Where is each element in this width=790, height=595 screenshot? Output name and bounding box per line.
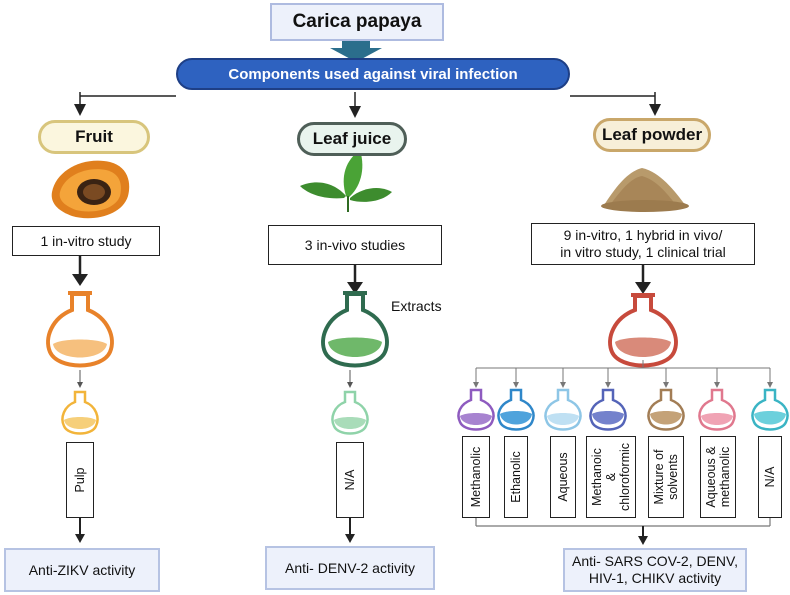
fruit-label: Fruit bbox=[38, 120, 150, 154]
methanoic-chloroformic-label: Methanoic & chloroformic bbox=[590, 442, 632, 512]
methanolic-label: Methanolic bbox=[469, 446, 483, 508]
methanoic-chloroformic-flask bbox=[589, 388, 627, 431]
leaf-powder-label: Leaf powder bbox=[593, 118, 711, 152]
methanoic-chloroformic-box: Methanoic & chloroformic bbox=[586, 436, 636, 518]
methanolic-flask bbox=[457, 388, 495, 431]
thin-arrows bbox=[77, 370, 353, 388]
extracts-caption: Extracts bbox=[391, 298, 442, 314]
leaf-powder-result-line1: Anti- SARS COV-2, DENV, bbox=[572, 553, 738, 569]
aqueous-label: Aqueous bbox=[556, 452, 570, 502]
study-arrows bbox=[72, 254, 651, 294]
leaf-juice-small-flask bbox=[331, 390, 369, 435]
aqueous-flask bbox=[544, 388, 582, 431]
leaf-powder-image bbox=[601, 168, 689, 212]
ethanolic-flask bbox=[497, 388, 535, 431]
top-connectors bbox=[74, 92, 661, 118]
leaf-juice-flask bbox=[321, 291, 389, 368]
components-banner: Components used against viral infection bbox=[176, 58, 570, 90]
powder-na-box: N/A bbox=[758, 436, 782, 518]
leaf-juice-na-label: N/A bbox=[343, 469, 357, 491]
ethanolic-label: Ethanolic bbox=[509, 451, 523, 503]
powder-merge bbox=[475, 518, 771, 545]
leaf-powder-flask bbox=[608, 293, 678, 368]
diagram-title: Carica papaya bbox=[270, 3, 444, 41]
powder-na-label: N/A bbox=[763, 466, 777, 488]
na-powder-flask bbox=[751, 388, 789, 431]
leaf-powder-result-box: Anti- SARS COV-2, DENV, HIV-1, CHIKV act… bbox=[563, 548, 747, 592]
mixture-solvents-flask bbox=[647, 388, 685, 431]
leaf-powder-study-line1: 9 in-vitro, 1 hybrid in vivo/ bbox=[563, 227, 723, 243]
leaf-juice-result-box: Anti- DENV-2 activity bbox=[265, 546, 435, 590]
pulp-flask bbox=[61, 390, 99, 435]
leaf-powder-study-line2: in vitro study, 1 clinical trial bbox=[560, 244, 726, 260]
leaf-powder-result-line2: HIV-1, CHIKV activity bbox=[588, 570, 722, 586]
title-arrow bbox=[330, 41, 382, 62]
powder-branches bbox=[473, 360, 773, 388]
pulp-label-box: Pulp bbox=[66, 442, 94, 518]
fruit-study-box: 1 in-vitro study bbox=[12, 226, 160, 256]
leaf-powder-study-box: 9 in-vitro, 1 hybrid in vivo/ in vitro s… bbox=[531, 223, 755, 265]
mixture-solvents-label: Mixture of solvents bbox=[652, 449, 680, 505]
leaf-juice-study-box: 3 in-vivo studies bbox=[268, 225, 442, 265]
leaf-juice-na-box: N/A bbox=[336, 442, 364, 518]
fruit-flask bbox=[46, 291, 114, 368]
aqueous-methanolic-label: Aqueous & methanolic bbox=[704, 446, 732, 508]
aqueous-box: Aqueous bbox=[550, 436, 576, 518]
papaya-fruit-image bbox=[51, 160, 130, 219]
result-arrows bbox=[75, 518, 355, 543]
aqueous-methanolic-box: Aqueous & methanolic bbox=[700, 436, 736, 518]
leaf-juice-label: Leaf juice bbox=[297, 122, 407, 156]
ethanolic-box: Ethanolic bbox=[504, 436, 528, 518]
leaf-image bbox=[300, 150, 392, 212]
mixture-solvents-box: Mixture of solvents bbox=[648, 436, 684, 518]
pulp-label: Pulp bbox=[73, 467, 87, 493]
fruit-result-box: Anti-ZIKV activity bbox=[4, 548, 160, 592]
methanolic-box: Methanolic bbox=[462, 436, 490, 518]
aqueous-methanolic-flask bbox=[698, 388, 736, 431]
